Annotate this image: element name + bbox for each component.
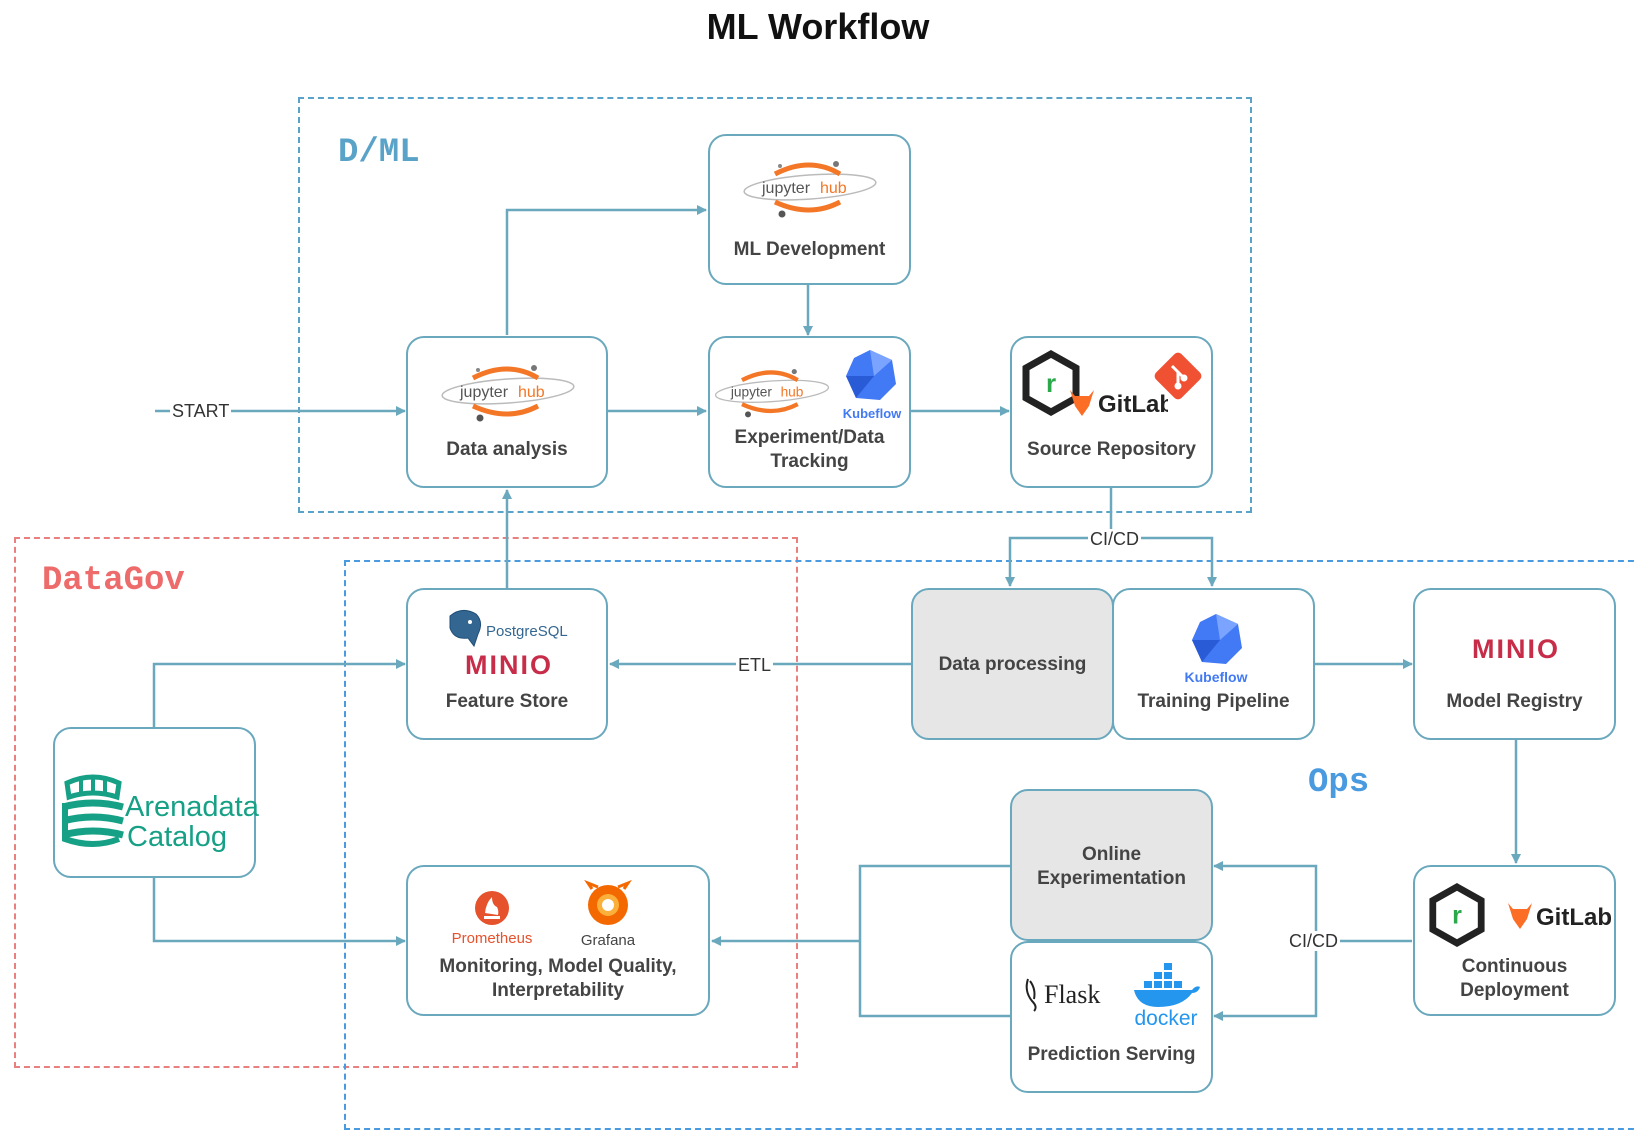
datagov-region-label: DataGov xyxy=(42,562,185,600)
kubeflow-icon: Kubeflow xyxy=(1185,614,1248,685)
node-data-analysis[interactable]: jupyter hub Data analysis xyxy=(406,336,608,488)
ops-region-label: Ops xyxy=(1308,764,1370,802)
flask-icon: Flask xyxy=(1025,978,1100,1012)
node-feature-store[interactable]: PostgreSQL MINIO Feature Store xyxy=(406,588,608,740)
diagram-title: ML Workflow xyxy=(706,6,930,47)
svg-text:jupyter: jupyter xyxy=(761,180,811,197)
ml-development-label: ML Development xyxy=(733,239,886,260)
node-training-pipeline[interactable]: Kubeflow Training Pipeline xyxy=(1112,588,1315,740)
monitoring-label-2: Interpretability xyxy=(492,980,624,1001)
experiment-tracking-label-2: Tracking xyxy=(770,451,849,472)
svg-text:hub: hub xyxy=(820,180,847,197)
redash-r-icon: r xyxy=(1022,350,1080,416)
node-monitoring[interactable]: Prometheus Grafana Monitoring, Model Qua… xyxy=(406,865,710,1016)
start-label: START xyxy=(170,401,232,421)
svg-text:r: r xyxy=(1452,902,1462,930)
git-icon xyxy=(1154,352,1202,400)
redash-r-icon: r xyxy=(1429,883,1485,947)
node-experiment-tracking[interactable]: jupyter hub Kubeflow Experiment/Data Tra… xyxy=(708,336,911,488)
continuous-deployment-label-2: Deployment xyxy=(1460,980,1569,1001)
jupyterhub-icon: jupyter hub xyxy=(743,161,877,218)
grafana-icon: Grafana xyxy=(581,879,636,949)
jupyterhub-icon: jupyter hub xyxy=(714,369,830,418)
docker-icon: docker xyxy=(1134,963,1200,1029)
cicd-bottom-label: CI/CD xyxy=(1287,931,1340,951)
data-processing-label: Data processing xyxy=(938,654,1087,675)
edge-arenadata-to-feature-store xyxy=(152,659,406,727)
kubeflow-icon: Kubeflow xyxy=(843,350,902,421)
svg-text:Grafana: Grafana xyxy=(581,932,636,949)
edge-arenadata-to-monitoring xyxy=(152,878,406,946)
svg-text:hub: hub xyxy=(518,384,545,401)
node-online-experimentation[interactable]: Online Experimentation xyxy=(1010,789,1213,941)
dml-region xyxy=(298,97,1252,513)
training-pipeline-label: Training Pipeline xyxy=(1137,691,1290,712)
monitoring-label-1: Monitoring, Model Quality, xyxy=(439,956,677,977)
edge-analysis-to-ml-dev xyxy=(505,205,707,335)
node-data-processing[interactable]: Data processing xyxy=(911,588,1114,740)
datagov-region xyxy=(14,537,798,1068)
ops-region xyxy=(344,560,1636,1130)
etl-label: ETL xyxy=(736,655,774,675)
minio-icon: MINIO xyxy=(1472,634,1560,664)
svg-text:hub: hub xyxy=(781,384,804,399)
svg-text:jupyter: jupyter xyxy=(730,384,773,399)
svg-text:MINIO: MINIO xyxy=(1472,634,1560,664)
gitlab-icon: GitLab xyxy=(1508,903,1611,931)
data-analysis-label: Data analysis xyxy=(446,439,568,460)
svg-text:PostgreSQL: PostgreSQL xyxy=(486,623,568,640)
source-repository-label: Source Repository xyxy=(1027,439,1196,460)
svg-text:Kubeflow: Kubeflow xyxy=(1185,669,1248,685)
arenadata-line-2: Catalog xyxy=(127,821,227,853)
arenadata-line-1: Arenadata xyxy=(125,791,259,823)
experiment-tracking-label-1: Experiment/Data xyxy=(734,427,885,448)
svg-text:docker: docker xyxy=(1134,1007,1197,1029)
edge-cicd-to-data-processing xyxy=(1005,536,1111,587)
dml-region-label: D/ML xyxy=(338,134,420,172)
model-registry-label: Model Registry xyxy=(1446,691,1583,712)
postgresql-icon: PostgreSQL xyxy=(449,610,568,648)
svg-text:Kubeflow: Kubeflow xyxy=(843,406,902,421)
node-model-registry[interactable]: MINIO Model Registry xyxy=(1413,588,1616,740)
feature-store-label: Feature Store xyxy=(445,691,569,712)
svg-text:Flask: Flask xyxy=(1044,980,1100,1009)
cicd-top-label: CI/CD xyxy=(1088,529,1141,549)
svg-text:jupyter: jupyter xyxy=(459,384,509,401)
edge-cicd-to-training xyxy=(1111,536,1217,587)
svg-text:Prometheus: Prometheus xyxy=(452,930,533,947)
arenadata-icon xyxy=(62,774,124,847)
svg-text:GitLab: GitLab xyxy=(1536,904,1611,931)
minio-icon: MINIO xyxy=(465,650,553,680)
node-ml-development[interactable]: jupyter hub ML Development xyxy=(708,134,911,285)
node-continuous-deployment[interactable]: r GitLab Continuous Deployment xyxy=(1413,865,1616,1016)
svg-text:MINIO: MINIO xyxy=(465,650,553,680)
prometheus-icon: Prometheus xyxy=(452,891,533,947)
jupyterhub-icon: jupyter hub xyxy=(441,365,575,422)
edge-cicd-to-online-exp xyxy=(1213,861,1318,941)
online-exp-label-2: Experimentation xyxy=(1037,868,1186,889)
continuous-deployment-label-1: Continuous xyxy=(1461,956,1568,977)
node-arenadata-catalog[interactable]: Arenadata Catalog xyxy=(53,727,259,878)
edge-cicd-to-prediction xyxy=(1213,941,1318,1021)
node-prediction-serving[interactable]: Flask docker Prediction Serving xyxy=(1010,941,1213,1093)
svg-text:r: r xyxy=(1046,368,1056,398)
online-exp-label-1: Online xyxy=(1081,844,1142,865)
edge-online-exp-to-monitoring xyxy=(858,864,1010,1018)
svg-text:GitLab: GitLab xyxy=(1098,391,1168,418)
node-source-repository[interactable]: r GitLab Source Repository xyxy=(1010,336,1213,488)
prediction-serving-label: Prediction Serving xyxy=(1027,1044,1196,1065)
gitlab-icon: GitLab xyxy=(1070,390,1168,418)
